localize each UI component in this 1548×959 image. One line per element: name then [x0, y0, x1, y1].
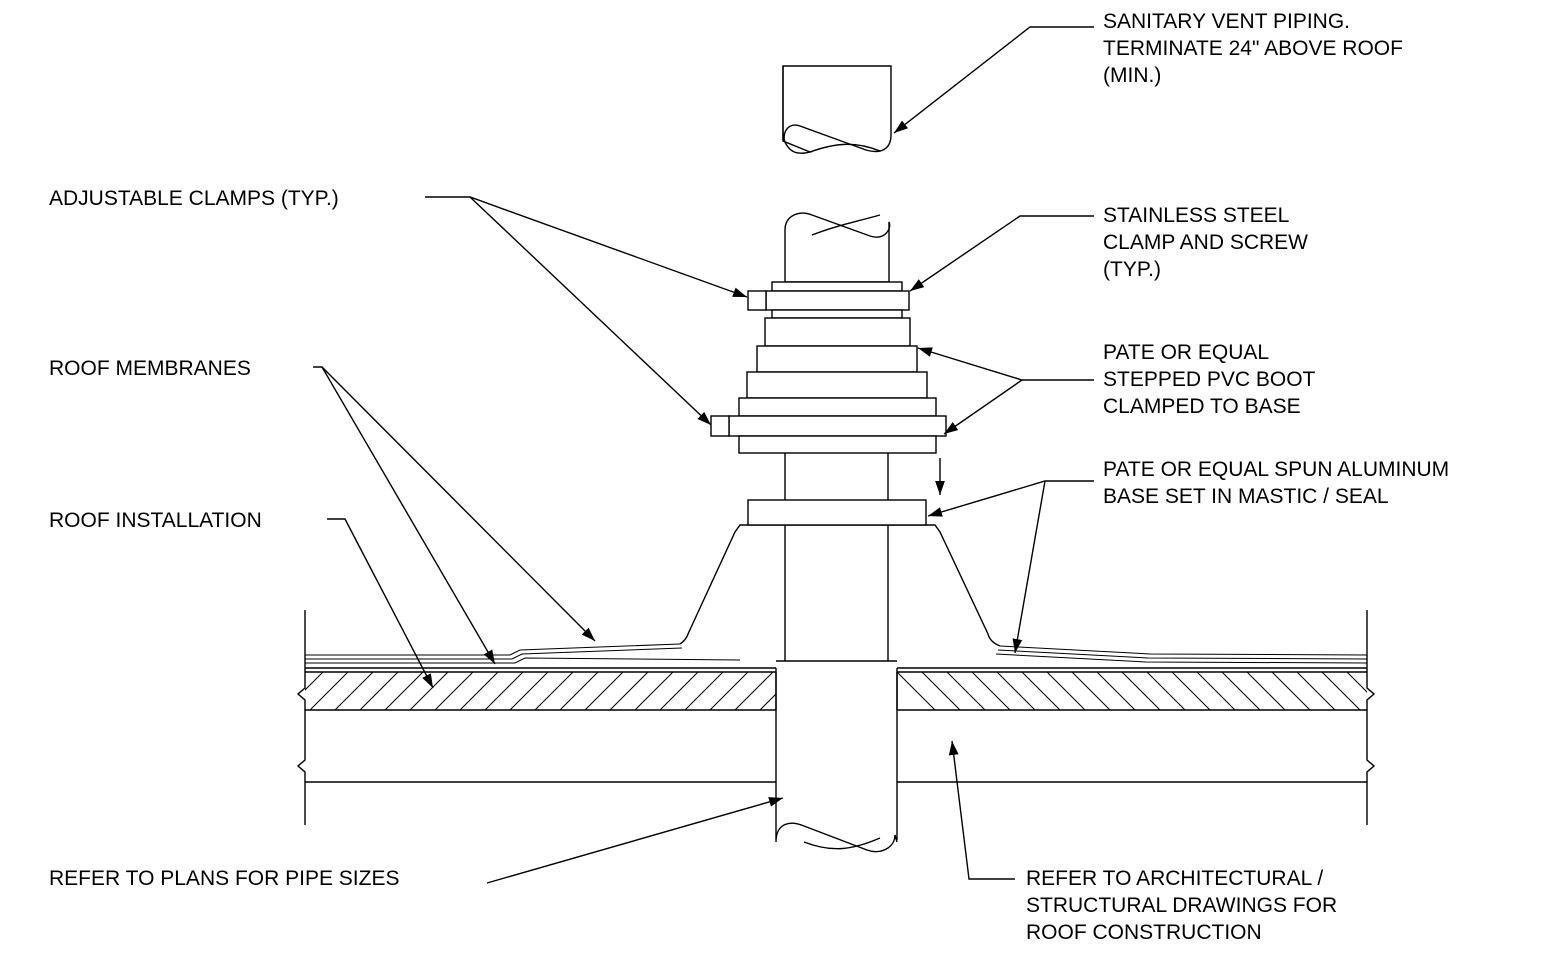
main-pipe: [775, 440, 898, 853]
insulation-hatch-right: [897, 672, 1367, 710]
pvc-boot: [710, 212, 947, 454]
callout-pvc-boot: PATE OR EQUAL STEPPED PVC BOOT CLAMPED T…: [1103, 341, 1321, 418]
callout-roof-installation: ROOF INSTALLATION: [49, 509, 262, 532]
callout-aluminum-base: PATE OR EQUAL SPUN ALUMINUM BASE SET IN …: [1103, 458, 1455, 508]
insulation-hatch-left: [305, 672, 776, 710]
leader-lines: [313, 26, 1094, 884]
callout-ss-clamp: STAINLESS STEEL CLAMP AND SCREW (TYP.): [1103, 204, 1314, 281]
callout-adjustable-clamps: ADJUSTABLE CLAMPS (TYP.): [49, 187, 339, 210]
callout-vent-piping: SANITARY VENT PIPING. TERMINATE 24" ABOV…: [1103, 10, 1409, 87]
callout-roof-membranes: ROOF MEMBRANES: [49, 357, 251, 380]
spun-aluminum-base: [679, 499, 1001, 647]
callout-roof-construction: REFER TO ARCHITECTURAL / STRUCTURAL DRAW…: [1026, 867, 1343, 944]
upper-pipe-fragment: [782, 65, 892, 154]
callout-pipe-sizes: REFER TO PLANS FOR PIPE SIZES: [49, 867, 399, 890]
